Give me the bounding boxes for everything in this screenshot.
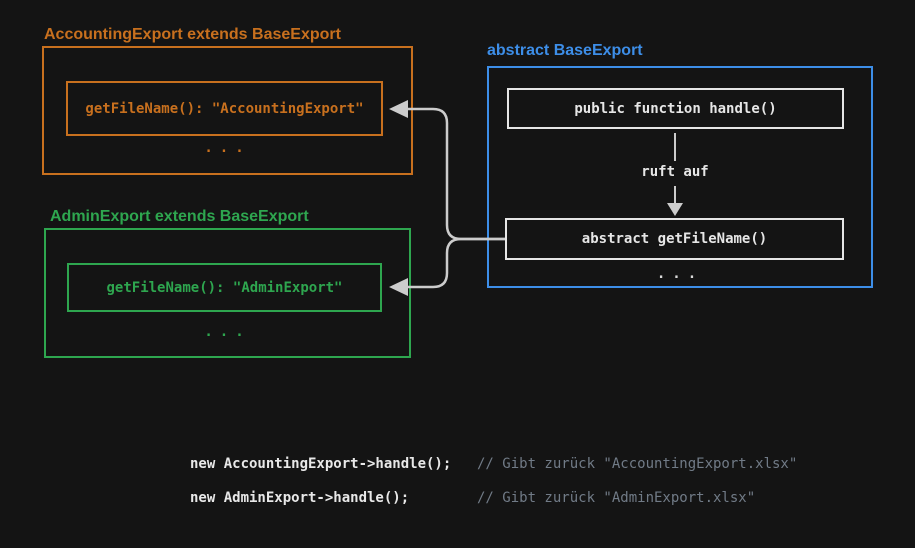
admin-export-class-box: getFileName(): "AdminExport" ... — [44, 228, 411, 358]
base-export-class-box: public function handle() ruft auf abstra… — [487, 66, 873, 288]
accounting-export-title: AccountingExport extends BaseExport — [44, 26, 341, 43]
base-ellipsis: ... — [656, 266, 704, 282]
admin-getfilename-box: getFileName(): "AdminExport" — [67, 263, 382, 312]
getfilename-abstract-label: abstract getFileName() — [581, 231, 768, 247]
base-export-title: abstract BaseExport — [487, 42, 643, 59]
calls-label: ruft auf — [641, 164, 709, 180]
code-statement: new AccountingExport->handle(); — [190, 456, 452, 472]
accounting-ellipsis: ... — [204, 140, 251, 156]
handle-method-box: public function handle() — [507, 88, 844, 129]
admin-ellipsis: ... — [204, 324, 251, 340]
accounting-export-class-box: getFileName(): "AccountingExport" ... — [42, 46, 413, 175]
code-comment: // Gibt zurück "AccountingExport.xlsx" — [477, 456, 798, 472]
handle-method-label: public function handle() — [574, 100, 777, 117]
getfilename-abstract-box: abstract getFileName() — [505, 218, 844, 260]
admin-getfilename-method: getFileName(): "AdminExport" — [106, 279, 343, 296]
calls-arrow-shaft — [674, 186, 676, 203]
accounting-getfilename-method: getFileName(): "AccountingExport" — [85, 100, 364, 117]
admin-export-title: AdminExport extends BaseExport — [50, 208, 309, 225]
accounting-getfilename-box: getFileName(): "AccountingExport" — [66, 81, 383, 136]
calls-connector-line — [674, 133, 676, 161]
calls-arrow-down-icon — [667, 203, 683, 216]
code-statement: new AdminExport->handle(); — [190, 490, 410, 506]
code-comment: // Gibt zurück "AdminExport.xlsx" — [477, 490, 756, 506]
